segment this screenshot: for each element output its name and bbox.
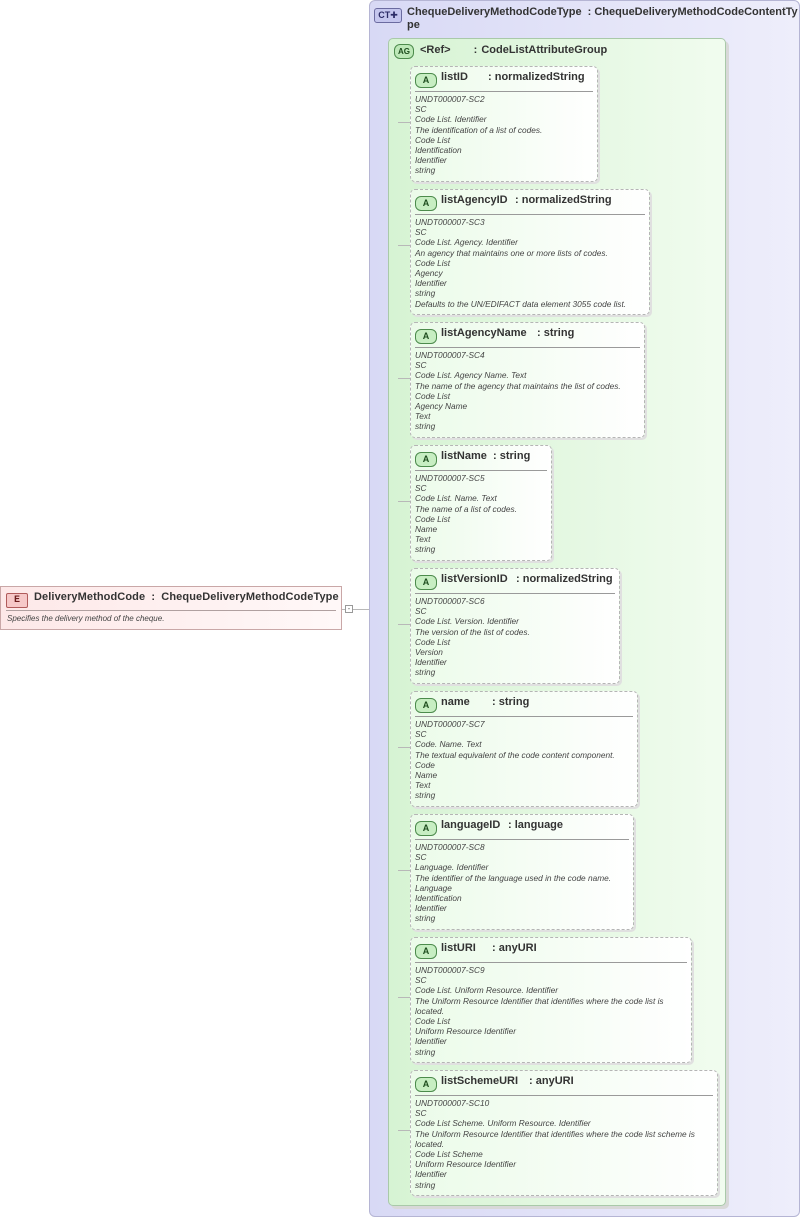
divider: [415, 839, 629, 840]
branch-line: [398, 997, 410, 998]
attribute-badge-icon: A: [415, 944, 437, 959]
complex-type-base: ChequeDeliveryMethodCodeContentType: [407, 6, 798, 31]
connector-line: [353, 609, 369, 610]
separator: :: [473, 44, 478, 56]
attribute-badge-icon: A: [415, 329, 437, 344]
attribute-name: listID: [441, 71, 468, 83]
attribute-type: : anyURI: [529, 1075, 574, 1087]
complex-type-heading: ChequeDeliveryMethodCodeType :ChequeDeli…: [407, 6, 799, 32]
attribute-name: listURI: [441, 942, 476, 954]
attribute-box-listVersionID[interactable]: A listVersionID : normalizedString UNDT0…: [410, 568, 620, 684]
attribute-name: listAgencyName: [441, 327, 527, 339]
divider: [415, 962, 687, 963]
attribute-type: : normalizedString: [515, 194, 612, 206]
branch-line: [398, 624, 410, 625]
element-box[interactable]: E DeliveryMethodCode : ChequeDeliveryMet…: [0, 586, 342, 630]
attribute-badge-icon: A: [415, 452, 437, 467]
separator: :: [151, 591, 156, 603]
element-documentation: Specifies the delivery method of the che…: [7, 614, 165, 623]
attribute-badge-icon: A: [415, 698, 437, 713]
branch-line: [398, 245, 410, 246]
attribute-group-badge-icon: AG: [394, 44, 414, 59]
separator: :: [587, 6, 592, 18]
attribute-group-name: <Ref>: [420, 44, 451, 56]
attribute-badge-icon: A: [415, 1077, 437, 1092]
divider: [415, 214, 645, 215]
branch-line: [398, 378, 410, 379]
attribute-type: : anyURI: [492, 942, 537, 954]
sequence-connector-icon[interactable]: -: [345, 605, 353, 613]
attribute-group-ref: CodeListAttributeGroup: [481, 44, 608, 56]
branch-line: [398, 122, 410, 123]
attribute-type: : normalizedString: [516, 573, 613, 585]
branch-line: [398, 501, 410, 502]
divider: [415, 91, 593, 92]
attribute-name: listAgencyID: [441, 194, 508, 206]
attribute-type: : string: [493, 450, 531, 462]
connector-line: [342, 609, 345, 610]
attribute-type: : string: [537, 327, 575, 339]
attribute-badge-icon: A: [415, 575, 437, 590]
branch-line: [398, 870, 410, 871]
divider: [415, 470, 547, 471]
element-heading: DeliveryMethodCode : ChequeDeliveryMetho…: [34, 591, 339, 603]
complex-type-name: ChequeDeliveryMethodCodeType: [407, 6, 582, 18]
attribute-badge-icon: A: [415, 73, 437, 88]
attribute-type: : language: [508, 819, 564, 831]
divider: [415, 347, 640, 348]
attribute-group-heading: <Ref> :CodeListAttributeGroup: [420, 44, 607, 56]
element-badge-icon: E: [6, 593, 28, 608]
attribute-type: : string: [492, 696, 530, 708]
attribute-name: listVersionID: [441, 573, 508, 585]
element-name: DeliveryMethodCode: [34, 591, 146, 603]
attribute-name: name: [441, 696, 470, 708]
attribute-type: : normalizedString: [488, 71, 585, 83]
attribute-box-listSchemeURI[interactable]: A listSchemeURI : anyURI UNDT000007-SC10…: [410, 1070, 718, 1196]
attribute-box-listAgencyName[interactable]: A listAgencyName : string UNDT000007-SC4…: [410, 322, 645, 438]
divider: [6, 610, 336, 611]
divider: [415, 1095, 713, 1096]
attribute-badge-icon: A: [415, 821, 437, 836]
element-type: ChequeDeliveryMethodCodeType: [161, 591, 339, 603]
branch-line: [398, 747, 410, 748]
divider: [415, 593, 615, 594]
attribute-box-listAgencyID[interactable]: A listAgencyID : normalizedString UNDT00…: [410, 189, 650, 315]
divider: [415, 716, 633, 717]
attribute-box-listID[interactable]: A listID : normalizedString UNDT000007-S…: [410, 66, 598, 182]
complex-type-badge-icon: CT✚: [374, 8, 402, 23]
attribute-name: languageID: [441, 819, 501, 831]
attribute-name: listSchemeURI: [441, 1075, 519, 1087]
attribute-badge-icon: A: [415, 196, 437, 211]
attribute-name: listName: [441, 450, 487, 462]
branch-line: [398, 1130, 410, 1131]
